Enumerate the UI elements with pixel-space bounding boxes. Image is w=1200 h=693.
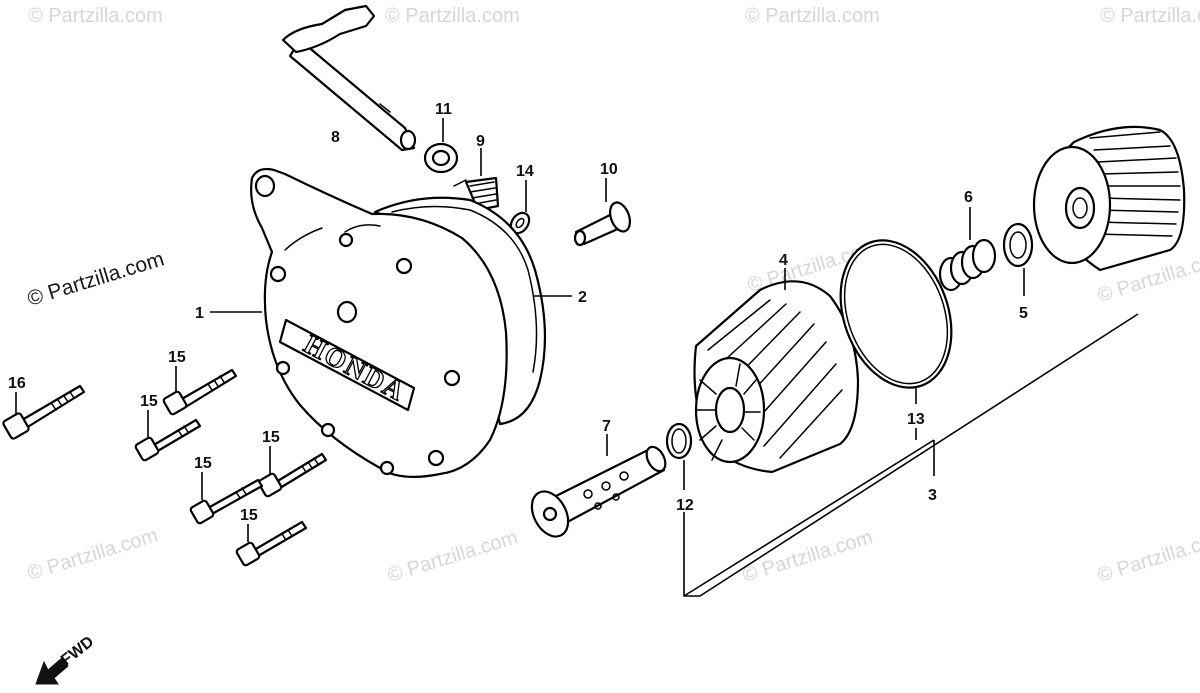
part-15-bolt (162, 366, 238, 416)
callout-15: 15 (240, 507, 258, 524)
watermark: © Partzilla.com (1095, 526, 1200, 586)
part-12-oring (665, 422, 693, 490)
forward-arrow-icon (35, 657, 69, 685)
callout-15: 15 (168, 349, 186, 366)
callout-4: 4 (779, 252, 788, 269)
part-7-filter-bolt (530, 434, 667, 538)
part-4-filter-housing (693, 268, 860, 474)
part-13-oring (839, 239, 953, 404)
part-5-washer (1002, 222, 1034, 296)
callout-10: 10 (600, 161, 618, 178)
callout-labels: 1 2 3 4 5 6 7 8 9 10 11 12 13 14 15 15 1… (8, 101, 1028, 524)
callout-13: 13 (907, 411, 925, 428)
callout-15: 15 (140, 393, 158, 410)
forward-direction-indicator: FWD (35, 633, 97, 685)
fwd-label: FWD (58, 633, 97, 669)
part-8-shaft (281, 4, 417, 152)
callout-12: 12 (676, 497, 694, 514)
watermark: © Partzilla.com (385, 5, 520, 27)
callout-14: 14 (516, 163, 534, 180)
part-15-bolt (134, 410, 202, 462)
watermark: © Partzilla.com (1100, 5, 1200, 27)
watermark-primary: © Partzilla.com (25, 247, 167, 310)
part-15-bolt (257, 446, 328, 498)
callout-1: 1 (195, 305, 204, 322)
part-15-bolt (189, 472, 264, 525)
callout-16: 16 (8, 375, 26, 392)
callout-5: 5 (1019, 305, 1028, 322)
part-1-cover: HONDA (210, 167, 508, 479)
watermark: © Partzilla.com (745, 5, 880, 27)
watermark: © Partzilla.com (28, 5, 163, 27)
part-15-bolt (235, 520, 308, 567)
part-16-bolt (2, 384, 86, 440)
part-6-spring (938, 207, 997, 292)
part-3-filter-element (1032, 125, 1186, 272)
assembly-bracket (683, 313, 1139, 597)
part-14-oring (509, 180, 531, 235)
bolts (2, 366, 328, 567)
callout-3: 3 (928, 487, 937, 504)
callout-15: 15 (262, 429, 280, 446)
callout-9: 9 (476, 133, 485, 150)
callout-7: 7 (602, 418, 611, 435)
watermark: © Partzilla.com (385, 526, 520, 586)
part-11-bearing (423, 118, 459, 174)
watermark: © Partzilla.com (25, 524, 160, 584)
part-10-pin (573, 178, 631, 247)
callout-6: 6 (964, 189, 973, 206)
callout-11: 11 (435, 101, 452, 118)
callout-8: 8 (331, 129, 340, 146)
callout-2: 2 (578, 289, 587, 306)
callout-15: 15 (194, 455, 212, 472)
